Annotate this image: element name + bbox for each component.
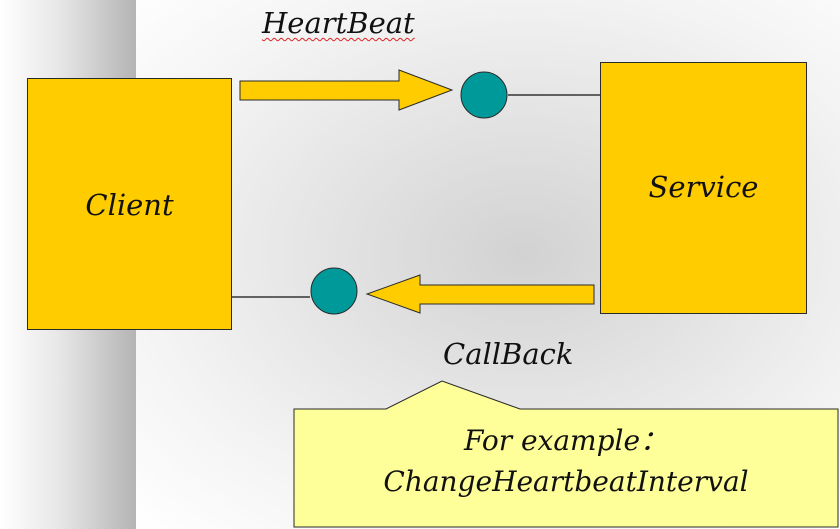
callback-label: CallBack xyxy=(443,337,574,371)
callout-line-2: ChangeHeartbeatInterval xyxy=(383,465,749,498)
service-label: Service xyxy=(648,170,759,204)
example-callout xyxy=(293,380,839,528)
heartbeat-label: HeartBeat xyxy=(262,6,415,40)
service-interface-node xyxy=(460,71,508,119)
client-box: Client xyxy=(27,78,232,330)
client-label: Client xyxy=(85,188,174,222)
callback-arrow xyxy=(365,274,595,314)
client-interface-node xyxy=(310,267,358,315)
callout-line-1: For example： xyxy=(463,424,669,457)
heartbeat-arrow xyxy=(239,69,454,111)
service-box: Service xyxy=(600,62,807,314)
